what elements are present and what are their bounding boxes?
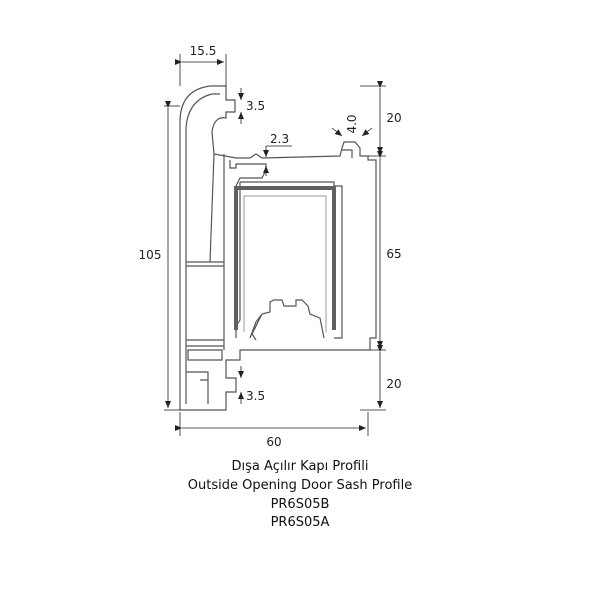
sash-profile bbox=[179, 85, 377, 411]
lower-cell bbox=[187, 349, 223, 361]
dim-top-width: 15.5 bbox=[190, 44, 217, 58]
dim-total-height: 105 bbox=[139, 248, 162, 262]
dim-total-width: 60 bbox=[266, 435, 281, 449]
rear-lip bbox=[342, 149, 353, 158]
dim-top-lip: 4.0 bbox=[345, 114, 359, 133]
steel-reinforcement-inner bbox=[243, 195, 327, 332]
dimension-lines bbox=[164, 54, 386, 436]
caption-turkish: Dışa Açılır Kapı Profili bbox=[231, 459, 369, 474]
dim-lower-groove: 3.5 bbox=[246, 389, 265, 403]
diagonal-rib bbox=[209, 153, 215, 263]
dim-upper-groove: 3.5 bbox=[246, 99, 265, 113]
dim-upper-segment: 20 bbox=[386, 111, 401, 125]
dim-middle-segment: 65 bbox=[386, 247, 401, 261]
caption-code-b: PR6S05B bbox=[270, 497, 330, 512]
profile-outline bbox=[179, 85, 377, 411]
caption-english: Outside Opening Door Sash Profile bbox=[187, 478, 413, 493]
chamber-dividers bbox=[186, 261, 224, 347]
dim-wall: 2.3 bbox=[270, 132, 289, 146]
bead-channel bbox=[229, 160, 267, 187]
caption-code-a: PR6S05A bbox=[270, 515, 330, 530]
steel-reinforcement bbox=[234, 186, 336, 330]
outer-wall-inner bbox=[185, 93, 220, 404]
lower-chamber bbox=[186, 371, 209, 404]
bottom-rib bbox=[249, 299, 325, 341]
dim-lower-segment: 20 bbox=[386, 377, 401, 391]
